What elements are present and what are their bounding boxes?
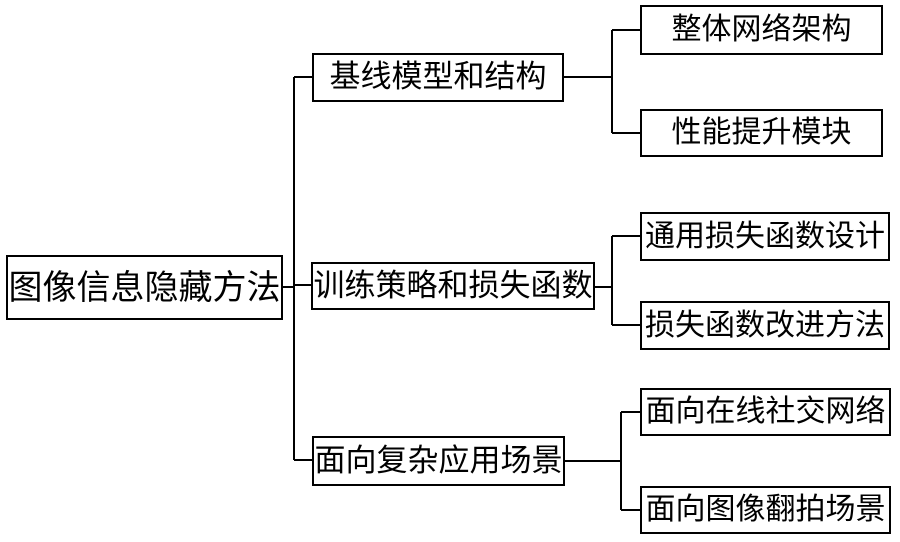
leaf-node-performance-module: 性能提升模块: [640, 109, 883, 157]
leaf-node-online-social-network: 面向在线社交网络: [640, 388, 891, 436]
branch-node-training-strategy: 训练策略和损失函数: [311, 262, 595, 310]
branch-node-baseline-model: 基线模型和结构: [312, 53, 564, 102]
leaf-node-general-loss-design: 通用损失函数设计: [640, 212, 890, 261]
branch-node-complex-scenarios: 面向复杂应用场景: [312, 436, 565, 486]
root-node: 图像信息隐藏方法: [6, 255, 283, 320]
leaf-node-overall-architecture: 整体网络架构: [640, 5, 883, 55]
leaf-node-image-recapture: 面向图像翻拍场景: [640, 486, 891, 534]
leaf-node-loss-improvement: 损失函数改进方法: [640, 301, 890, 350]
